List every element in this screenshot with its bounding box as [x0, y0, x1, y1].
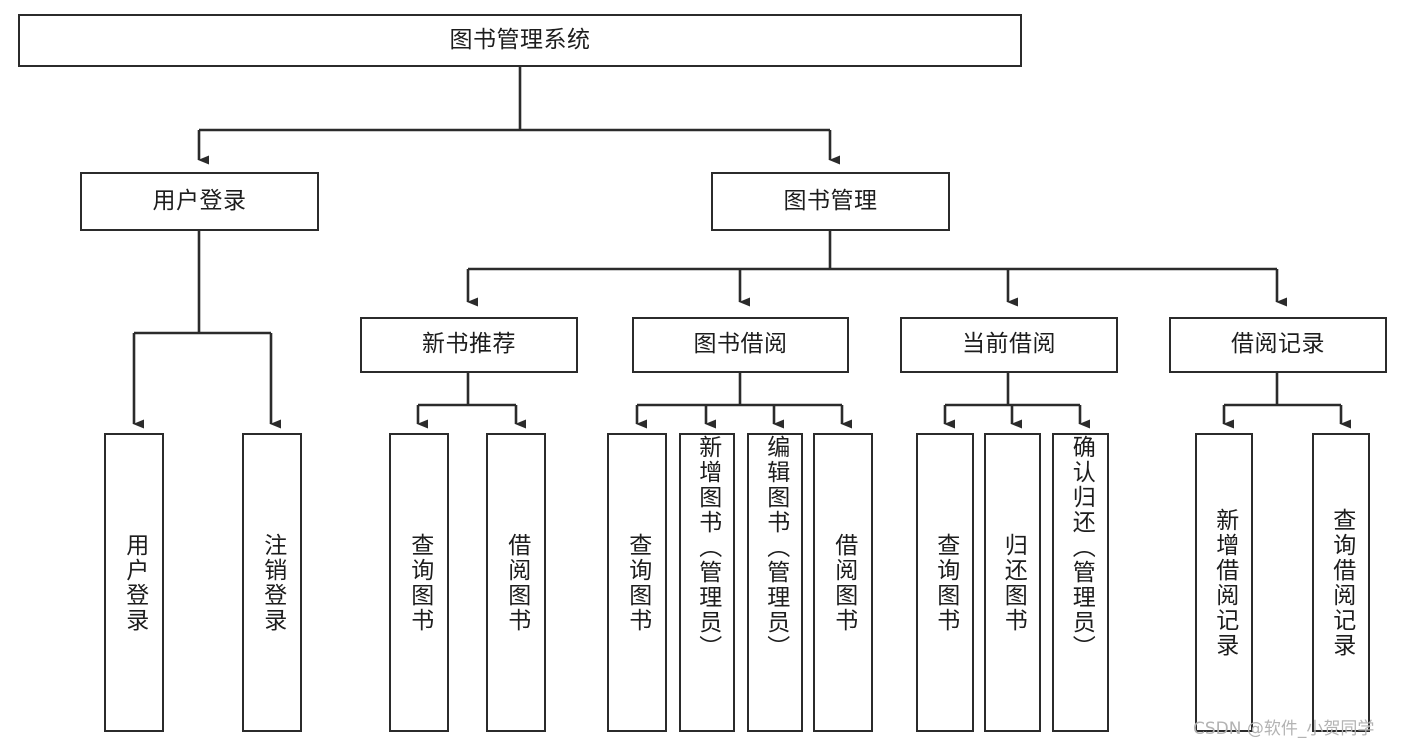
node-borrow-record[interactable]: 借阅记录: [1169, 317, 1387, 373]
node-leaf-user-login[interactable]: 用户登录: [104, 433, 164, 732]
node-leaf-return-book-label: 归还图书: [1000, 532, 1027, 633]
node-leaf-query-record-label: 查询借阅记录: [1328, 507, 1355, 658]
node-leaf-query-book-1[interactable]: 查询图书: [389, 433, 449, 732]
node-leaf-add-book[interactable]: 新增图书（管理员）: [679, 433, 735, 732]
node-leaf-confirm-return-label: 确认归还（管理员）: [1068, 435, 1095, 660]
node-leaf-add-record-label: 新增借阅记录: [1211, 507, 1238, 658]
node-leaf-logout-login-label: 注销登录: [259, 532, 286, 633]
node-book-manage-label: 图书管理: [783, 187, 878, 214]
node-book-borrow[interactable]: 图书借阅: [632, 317, 849, 373]
node-leaf-query-book-2-label: 查询图书: [624, 532, 651, 633]
node-leaf-edit-book-label: 编辑图书（管理员）: [762, 435, 789, 660]
node-current-borrow[interactable]: 当前借阅: [900, 317, 1118, 373]
node-root-label: 图书管理系统: [449, 26, 591, 53]
node-root[interactable]: 图书管理系统: [18, 14, 1022, 67]
node-new-book-recommend-label: 新书推荐: [422, 331, 516, 358]
node-leaf-add-book-label: 新增图书（管理员）: [694, 435, 721, 660]
node-book-borrow-label: 图书借阅: [693, 331, 788, 358]
node-leaf-borrow-book-2-label: 借阅图书: [830, 532, 857, 633]
node-leaf-add-record[interactable]: 新增借阅记录: [1195, 433, 1253, 732]
node-leaf-query-book-2[interactable]: 查询图书: [607, 433, 667, 732]
node-leaf-query-book-1-label: 查询图书: [406, 532, 433, 633]
node-leaf-edit-book[interactable]: 编辑图书（管理员）: [747, 433, 803, 732]
node-leaf-borrow-book-1-label: 借阅图书: [503, 532, 530, 633]
watermark-text: CSDN @软件_小贺同学: [1193, 719, 1375, 739]
node-leaf-query-record[interactable]: 查询借阅记录: [1312, 433, 1370, 732]
node-new-book-recommend[interactable]: 新书推荐: [360, 317, 578, 373]
node-user-login[interactable]: 用户登录: [80, 172, 319, 231]
node-leaf-logout-login[interactable]: 注销登录: [242, 433, 302, 732]
node-user-login-label: 用户登录: [152, 187, 247, 214]
node-leaf-confirm-return[interactable]: 确认归还（管理员）: [1052, 433, 1109, 732]
node-book-manage[interactable]: 图书管理: [711, 172, 950, 231]
node-leaf-query-book-3[interactable]: 查询图书: [916, 433, 974, 732]
node-current-borrow-label: 当前借阅: [962, 331, 1056, 358]
node-leaf-borrow-book-1[interactable]: 借阅图书: [486, 433, 546, 732]
node-leaf-query-book-3-label: 查询图书: [932, 532, 959, 633]
node-leaf-user-login-label: 用户登录: [121, 532, 148, 633]
node-leaf-borrow-book-2[interactable]: 借阅图书: [813, 433, 873, 732]
node-leaf-return-book[interactable]: 归还图书: [984, 433, 1041, 732]
node-borrow-record-label: 借阅记录: [1231, 331, 1325, 358]
